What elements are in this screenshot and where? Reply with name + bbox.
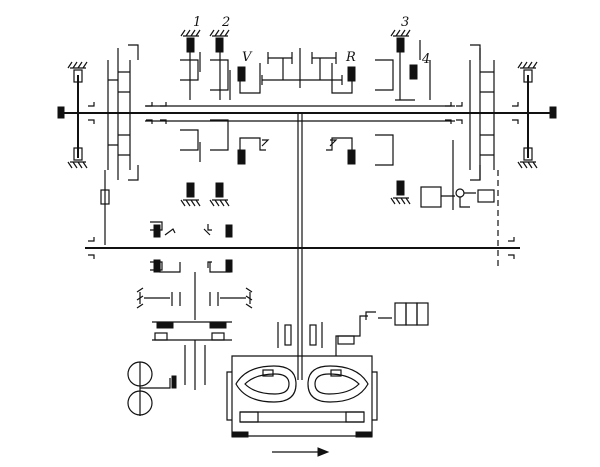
brakes-1-2 bbox=[180, 29, 231, 207]
output-direction-arrow bbox=[272, 447, 330, 457]
center-shift-mechanism bbox=[261, 48, 343, 380]
label-brake-1: 1 bbox=[193, 15, 201, 30]
clutch-v bbox=[237, 63, 266, 165]
clutch-r bbox=[326, 63, 356, 165]
label-clutch-v: V bbox=[242, 50, 253, 65]
left-planetary-gearset bbox=[67, 44, 139, 245]
lower-left-brake-assembly bbox=[127, 287, 253, 416]
main-shaft-bearings bbox=[88, 102, 519, 124]
torque-converter-housing bbox=[226, 302, 429, 438]
brake-3-clutch-4 bbox=[375, 29, 431, 205]
label-clutch-4: 4 bbox=[421, 52, 430, 67]
label-clutch-r: R bbox=[345, 50, 356, 65]
counter-shaft bbox=[85, 221, 520, 300]
label-brake-2: 2 bbox=[221, 15, 230, 30]
main-shaft bbox=[57, 105, 557, 122]
label-brake-3: 3 bbox=[401, 15, 409, 30]
right-planetary-gearset bbox=[420, 44, 538, 270]
